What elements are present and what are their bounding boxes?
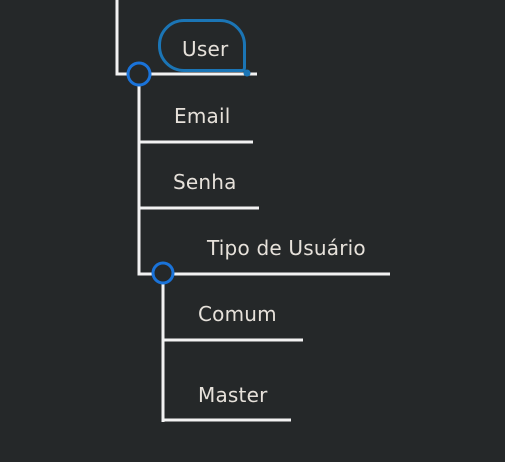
- node-comum[interactable]: Comum: [198, 302, 277, 326]
- node-senha[interactable]: Senha: [173, 170, 237, 194]
- collapse-button-tipo-usuario[interactable]: [151, 261, 175, 285]
- node-user[interactable]: User: [182, 37, 229, 61]
- node-email[interactable]: Email: [174, 104, 231, 128]
- selected-node-frame[interactable]: [158, 19, 246, 72]
- selection-anchor-dot: [243, 69, 251, 77]
- collapse-button-user[interactable]: [126, 61, 152, 87]
- node-master[interactable]: Master: [198, 383, 268, 407]
- node-tipo-de-usuario[interactable]: Tipo de Usuário: [207, 236, 366, 260]
